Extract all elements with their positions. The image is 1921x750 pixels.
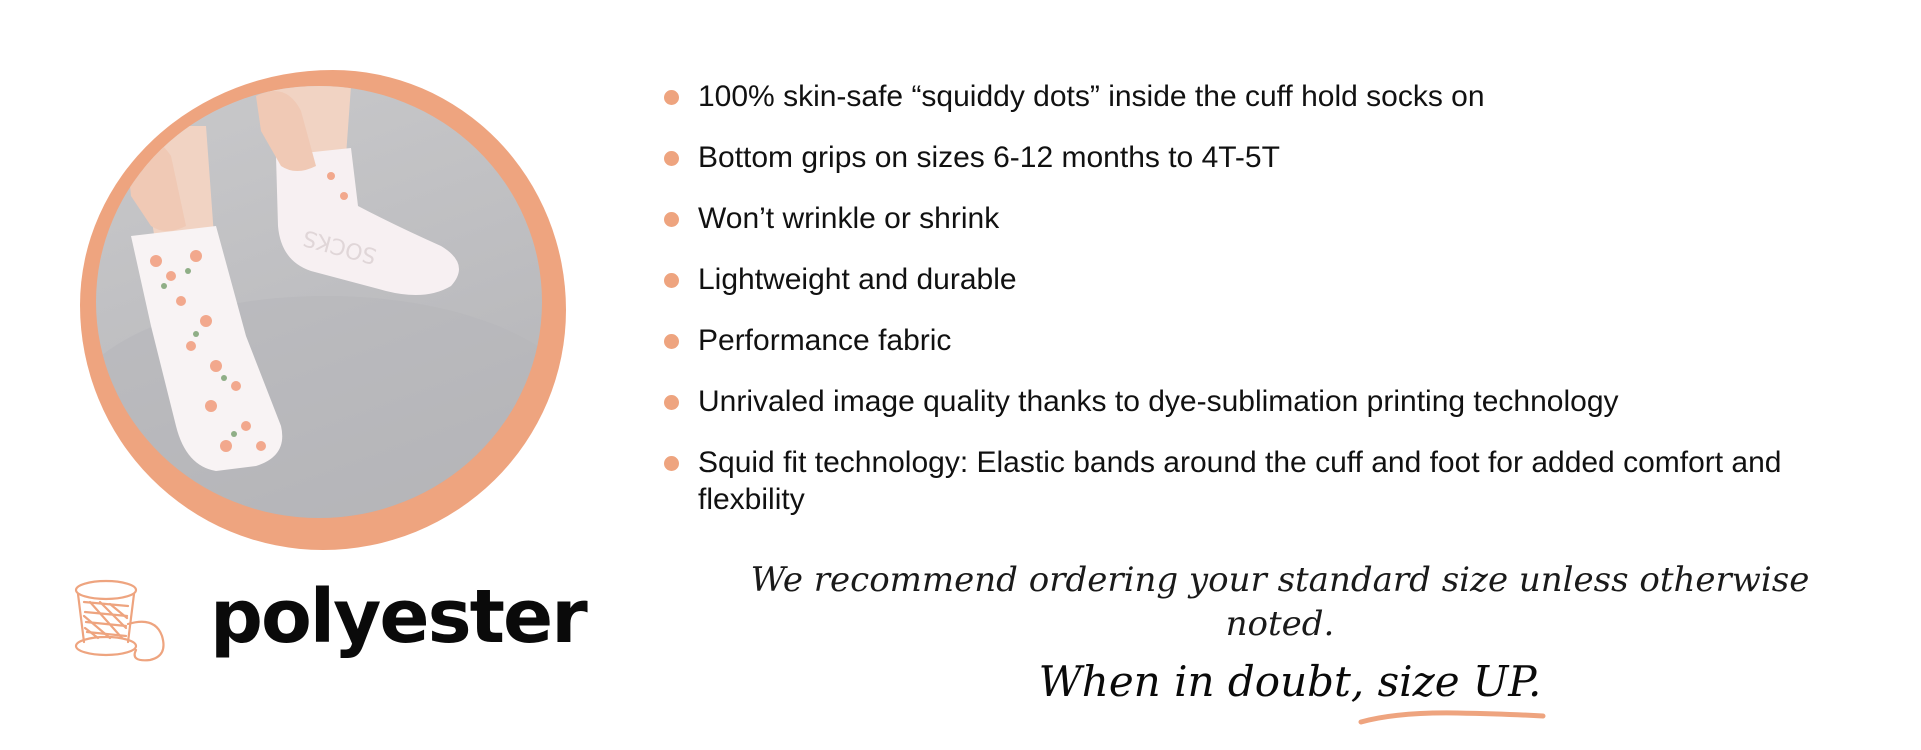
sock-photo: SOCKS xyxy=(96,86,542,518)
bullet-dot-icon xyxy=(664,456,679,471)
bullet-dot-icon xyxy=(664,273,679,288)
sizing-note: We recommend ordering your standard size… xyxy=(660,558,1860,725)
feature-text: Unrivaled image quality thanks to dye-su… xyxy=(698,385,1619,418)
bullet-dot-icon xyxy=(664,334,679,349)
sock-illustration: SOCKS xyxy=(96,86,542,518)
bullet-dot-icon xyxy=(664,151,679,166)
list-item: 100% skin-safe “squiddy dots” inside the… xyxy=(660,78,1860,115)
product-photo: SOCKS xyxy=(80,70,566,550)
list-item: Won’t wrinkle or shrink xyxy=(660,200,1860,237)
bullet-dot-icon xyxy=(664,395,679,410)
list-item: Squid fit technology: Elastic bands arou… xyxy=(660,444,1860,518)
feature-text: Performance fabric xyxy=(698,324,952,357)
feature-text: Won’t wrinkle or shrink xyxy=(698,202,1000,235)
feature-list: 100% skin-safe “squiddy dots” inside the… xyxy=(660,78,1860,542)
size-recommendation: We recommend ordering your standard size… xyxy=(750,560,1810,644)
feature-text: Squid fit technology: Elastic bands arou… xyxy=(698,446,1782,516)
size-advice: When in doubt, size UP. xyxy=(1038,652,1546,725)
bullet-dot-icon xyxy=(664,90,679,105)
feature-text: 100% skin-safe “squiddy dots” inside the… xyxy=(698,80,1485,113)
list-item: Unrivaled image quality thanks to dye-su… xyxy=(660,383,1860,420)
list-item: Performance fabric xyxy=(660,322,1860,359)
feature-text: Lightweight and durable xyxy=(698,263,1017,296)
bullet-dot-icon xyxy=(664,212,679,227)
size-advice-text: When in doubt, size UP. xyxy=(1038,657,1542,706)
underline-swash-icon xyxy=(1358,710,1546,725)
thread-spool-icon xyxy=(74,579,165,662)
material-label: polyester xyxy=(210,574,588,660)
list-item: Bottom grips on sizes 6-12 months to 4T-… xyxy=(660,139,1860,176)
feature-text: Bottom grips on sizes 6-12 months to 4T-… xyxy=(698,141,1280,174)
material-badge: polyester xyxy=(70,568,588,668)
list-item: Lightweight and durable xyxy=(660,261,1860,298)
